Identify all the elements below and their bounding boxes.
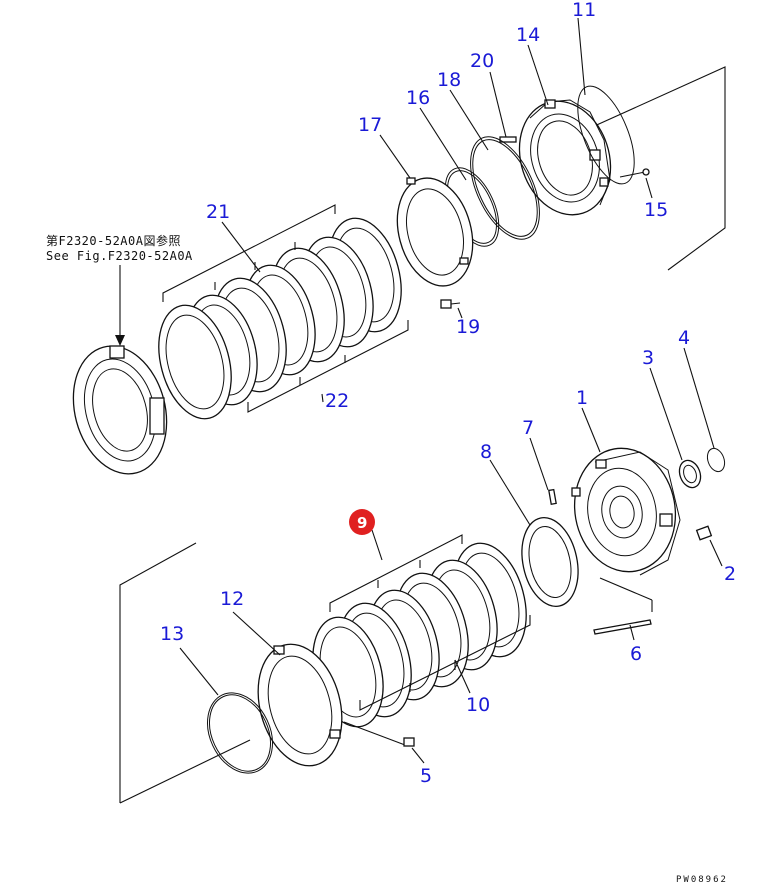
callout-2: 2 (724, 563, 736, 585)
part-11-snap-ring (577, 85, 635, 185)
callout-16: 16 (406, 87, 430, 109)
part-6-shaft (593, 577, 653, 635)
callout-13: 13 (160, 623, 184, 645)
part-4-snap-ring (706, 447, 726, 473)
callout-19: 19 (456, 316, 480, 338)
reference-arrow (115, 335, 125, 346)
part-17-piston (396, 177, 474, 287)
leader-lines (179, 17, 723, 764)
callout-12: 12 (220, 588, 244, 610)
callout-18: 18 (437, 69, 461, 91)
callout-1: 1 (576, 387, 588, 409)
callout-3: 3 (642, 347, 654, 369)
part-12-piston (257, 643, 343, 767)
part-8-gear-ring (521, 516, 579, 608)
callout-11: 11 (572, 0, 596, 21)
highlight-marker-9 (349, 509, 375, 535)
callout-9: 9 (357, 514, 367, 532)
part-13-seal-ring (207, 692, 273, 774)
callout-6: 6 (630, 643, 642, 665)
part-2-plug (695, 525, 713, 541)
callout-22: 22 (325, 390, 349, 412)
reference-note-jp: 第F2320-52A0A図参照 (46, 233, 181, 248)
callout-10: 10 (466, 694, 490, 716)
part-19-bolt (440, 299, 461, 309)
callout-14: 14 (516, 24, 540, 46)
disc-pack-lower (312, 542, 527, 728)
part-7-pin (548, 488, 557, 505)
part-5-bolt (343, 721, 415, 747)
disc-pack-upper-brackets (162, 204, 409, 413)
callout-15: 15 (644, 199, 668, 221)
disc-pack-lower-brackets (329, 534, 531, 711)
callout-5: 5 (420, 765, 432, 787)
part-1-housing (571, 447, 681, 576)
callout-7: 7 (522, 417, 534, 439)
frame-lines (119, 66, 726, 804)
callout-8: 8 (480, 441, 492, 463)
callout-20: 20 (470, 50, 494, 72)
callout-21: 21 (206, 201, 230, 223)
part-15-pin (619, 168, 650, 178)
reference-housing (72, 345, 168, 475)
callout-4: 4 (678, 327, 690, 349)
part-3-bearing (678, 459, 702, 489)
reference-note-en: See Fig.F2320-52A0A (46, 249, 193, 263)
part-18-seal-ring (470, 136, 540, 240)
part-14-retainer-housing (518, 99, 612, 216)
disc-pack-upper (158, 217, 402, 420)
drawing-code: PW08962 (676, 875, 728, 885)
callout-17: 17 (358, 114, 382, 136)
